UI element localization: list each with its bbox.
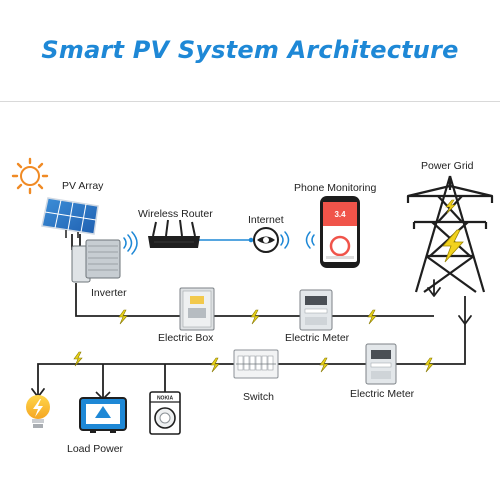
label-inverter: Inverter <box>91 287 127 299</box>
label-switch: Switch <box>243 391 274 403</box>
grid-up-arrow-icon <box>427 279 441 297</box>
title-divider <box>0 101 500 102</box>
sun-icon <box>11 157 49 195</box>
inverter-wifi-icon <box>123 231 138 255</box>
switch-panel-icon <box>233 349 279 379</box>
electric-meter-bottom-icon <box>365 343 397 385</box>
grid-drop-wire <box>395 296 466 365</box>
bolt-icon <box>367 309 377 325</box>
bolt-icon <box>424 357 434 373</box>
phone-wifi-icon <box>305 231 315 249</box>
label-electric-box: Electric Box <box>158 332 214 344</box>
label-pv-array: PV Array <box>62 180 104 192</box>
bolt-icon <box>319 357 329 373</box>
phone-screen-value: 3.4 <box>334 210 346 219</box>
current-bolts <box>73 309 434 373</box>
electric-box-icon <box>179 287 215 331</box>
bolt-icon <box>210 357 220 373</box>
light-bulb-icon <box>26 395 50 428</box>
phone-icon <box>320 196 360 268</box>
bolt-icon <box>250 309 260 325</box>
internet-icon <box>253 227 279 253</box>
tower-bolt-small-icon <box>445 199 456 214</box>
transmission-tower-icon <box>406 175 494 293</box>
bottom-bus-wire <box>37 363 366 395</box>
grid-down-arrow-icon <box>458 315 472 325</box>
label-wireless-router: Wireless Router <box>138 208 213 220</box>
inverter-icon <box>71 239 121 283</box>
tv-icon <box>79 391 127 433</box>
wireless-router-icon <box>148 219 200 248</box>
label-phone-monitoring: Phone Monitoring <box>294 182 377 194</box>
bolt-icon <box>73 351 83 367</box>
load-drop-wires <box>102 364 166 398</box>
network-links <box>194 237 254 243</box>
diagram-title: Smart PV System Architecture <box>41 36 459 64</box>
electric-meter-top-icon <box>299 289 333 331</box>
label-internet: Internet <box>248 214 284 226</box>
pv-panel-icon <box>41 197 99 238</box>
label-electric-meter-bottom: Electric Meter <box>350 388 415 400</box>
bolt-icon <box>118 309 128 325</box>
tower-bolt-icon <box>442 229 464 263</box>
label-electric-meter-top: Electric Meter <box>285 332 350 344</box>
washing-machine-icon <box>149 391 181 435</box>
label-load-power: Load Power <box>67 443 124 455</box>
internet-wifi-icon <box>280 231 290 249</box>
label-power-grid: Power Grid <box>421 160 474 172</box>
washing-machine-brand: NOKIA <box>157 396 174 402</box>
